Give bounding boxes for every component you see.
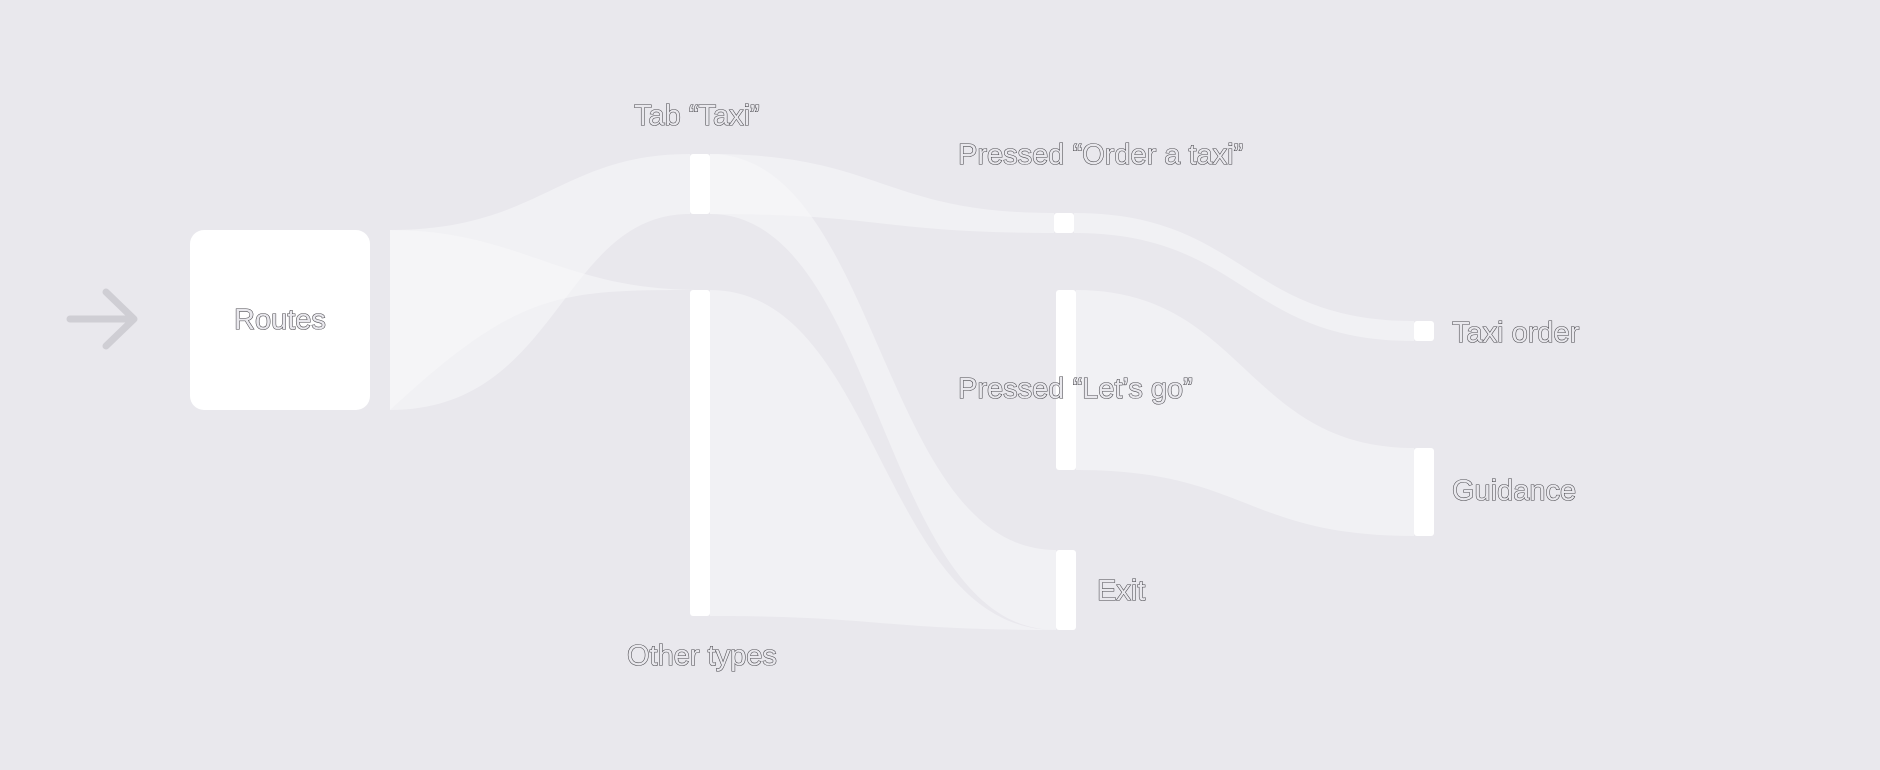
node-tab-taxi-label: Tab “Taxi” xyxy=(633,99,760,132)
flow-pressed-order-taxi-to-taxi-order xyxy=(1074,213,1414,341)
flow-other-types-to-exit xyxy=(710,290,1056,630)
node-pressed-lets-go-label: Pressed “Let’s go” xyxy=(957,372,1193,405)
node-pressed-lets-go[interactable] xyxy=(1056,290,1076,470)
node-pressed-order-taxi-label: Pressed “Order a taxi” xyxy=(957,138,1244,171)
node-exit-label: Exit xyxy=(1096,574,1146,607)
node-tab-taxi[interactable] xyxy=(690,154,710,214)
node-other-types-label: Other types xyxy=(626,639,777,672)
node-pressed-order-taxi[interactable] xyxy=(1054,213,1074,233)
flow-pressed-lets-go-to-guidance xyxy=(1076,290,1414,536)
node-taxi-order-label: Taxi order xyxy=(1451,316,1580,349)
node-taxi-order[interactable] xyxy=(1414,321,1434,341)
arrow-right-icon xyxy=(66,288,138,350)
node-exit[interactable] xyxy=(1056,550,1076,630)
node-routes[interactable]: Routes xyxy=(190,230,370,410)
node-guidance[interactable] xyxy=(1414,448,1434,536)
flow-tab-taxi-to-exit xyxy=(710,154,1056,630)
node-other-types[interactable] xyxy=(690,290,710,616)
flow-routes-to-other-types xyxy=(390,410,690,616)
node-guidance-label: Guidance xyxy=(1451,474,1577,507)
node-routes-label: Routes xyxy=(233,303,326,336)
flow-routes-to-pressed-lets-go xyxy=(390,230,1056,410)
